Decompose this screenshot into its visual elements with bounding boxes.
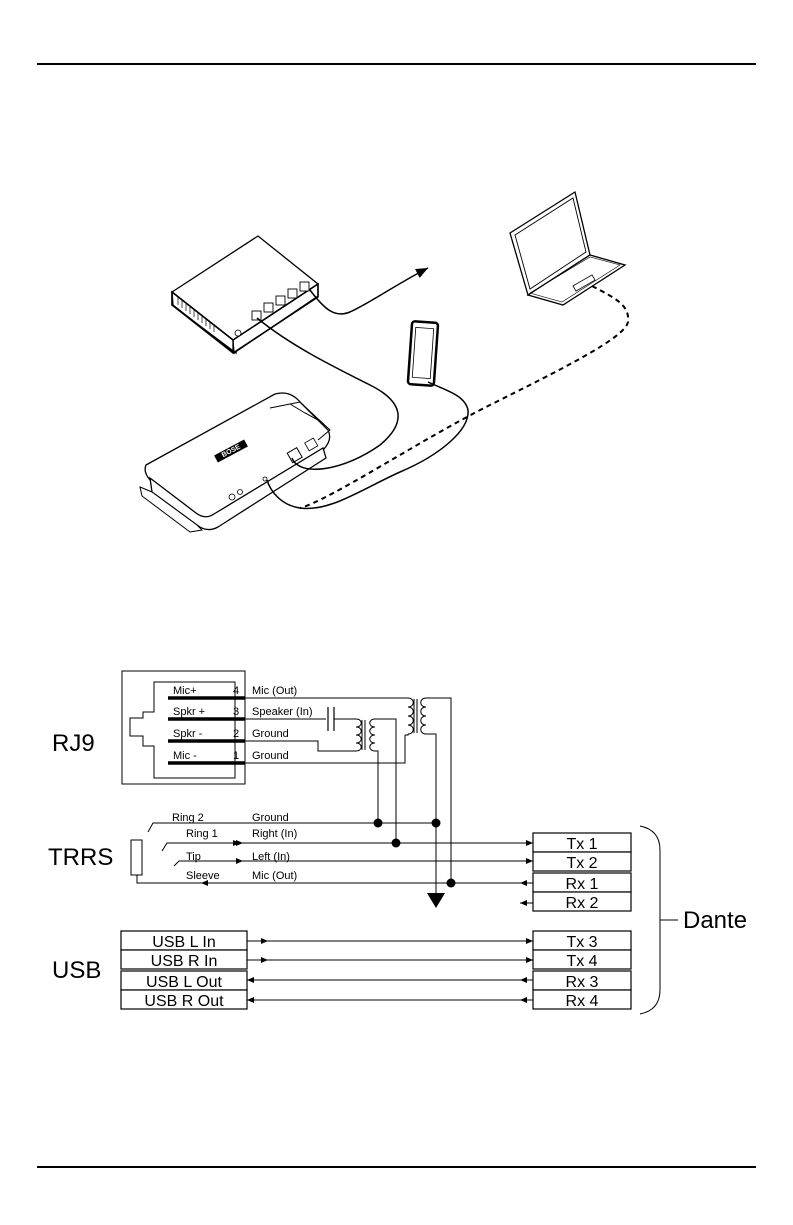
trrs-contact-ring1: Ring 1 <box>186 828 218 840</box>
usb-channel-boxes: USB L In USB R In USB L Out USB R Out <box>121 931 247 1010</box>
network-uplink-cable <box>310 268 428 314</box>
phone-icon <box>408 321 438 386</box>
trrs-contact-ring2: Ring 2 <box>172 812 204 824</box>
laptop-icon <box>510 192 625 305</box>
dante-tx1-label: Tx 1 <box>566 836 597 853</box>
rj9-pin-mic-plus-label: Mic+ <box>173 685 197 697</box>
trrs-signal-mic-out: Mic (Out) <box>252 870 297 882</box>
usb-label: USB <box>52 957 101 984</box>
trrs-signal-right-in: Right (In) <box>252 828 297 840</box>
rj9-signal-ground-1: Ground <box>252 750 289 762</box>
dante-channel-boxes: Tx 1 Tx 2 Rx 1 Rx 2 Tx 3 Tx 4 Rx 3 Rx 4 <box>533 833 631 1010</box>
usb-l-in-label: USB L In <box>152 934 215 951</box>
rj9-signal-ground-2: Ground <box>252 728 289 740</box>
usb-r-out-label: USB R Out <box>144 993 224 1010</box>
rj9-signal-mic-out: Mic (Out) <box>252 685 297 697</box>
rj9-connector: Mic+ Spkr + Spkr - Mic - 4 3 2 1 Mic (Ou… <box>122 671 313 784</box>
rj9-signal-speaker-in: Speaker (In) <box>252 706 313 718</box>
dante-bracket <box>640 826 678 1014</box>
dante-tx4-label: Tx 4 <box>566 953 597 970</box>
usb-r-in-label: USB R In <box>151 953 218 970</box>
rj9-pin-2-number: 2 <box>233 728 239 740</box>
dante-tx3-label: Tx 3 <box>566 934 597 951</box>
trrs-contact-sleeve: Sleeve <box>186 870 220 882</box>
wiring-diagram: Mic+ Spkr + Spkr - Mic - 4 3 2 1 Mic (Ou… <box>48 671 747 1014</box>
dante-rx1-label: Rx 1 <box>566 876 599 893</box>
dante-rx4-label: Rx 4 <box>566 993 599 1010</box>
connection-illustration: BOSE <box>140 192 628 532</box>
laptop-to-device-dashed-cable <box>300 286 628 508</box>
dante-tx2-label: Tx 2 <box>566 855 597 872</box>
dante-rx3-label: Rx 3 <box>566 974 599 991</box>
usb-l-out-label: USB L Out <box>146 974 222 991</box>
rj9-pin-spkr-minus-label: Spkr - <box>173 728 203 740</box>
rj9-label: RJ9 <box>52 730 95 757</box>
bose-device-icon: BOSE <box>140 393 330 532</box>
rj9-pin-3-number: 3 <box>233 706 239 718</box>
rj9-pin-spkr-plus-label: Spkr + <box>173 706 205 718</box>
dante-rx2-label: Rx 2 <box>566 895 599 912</box>
rj9-pin-mic-minus-label: Mic - <box>173 750 197 762</box>
network-switch-icon <box>172 236 318 353</box>
junction-dots <box>374 819 456 888</box>
mic-transformer-symbol <box>405 698 451 893</box>
trrs-label: TRRS <box>48 844 113 871</box>
rj9-pin-1-number: 1 <box>233 750 239 762</box>
rj9-pin-4-number: 4 <box>233 685 239 697</box>
ground-symbol <box>427 893 445 908</box>
dante-label: Dante <box>683 907 747 934</box>
capacitor-symbol <box>326 707 356 731</box>
trrs-signal-ground: Ground <box>252 812 289 824</box>
